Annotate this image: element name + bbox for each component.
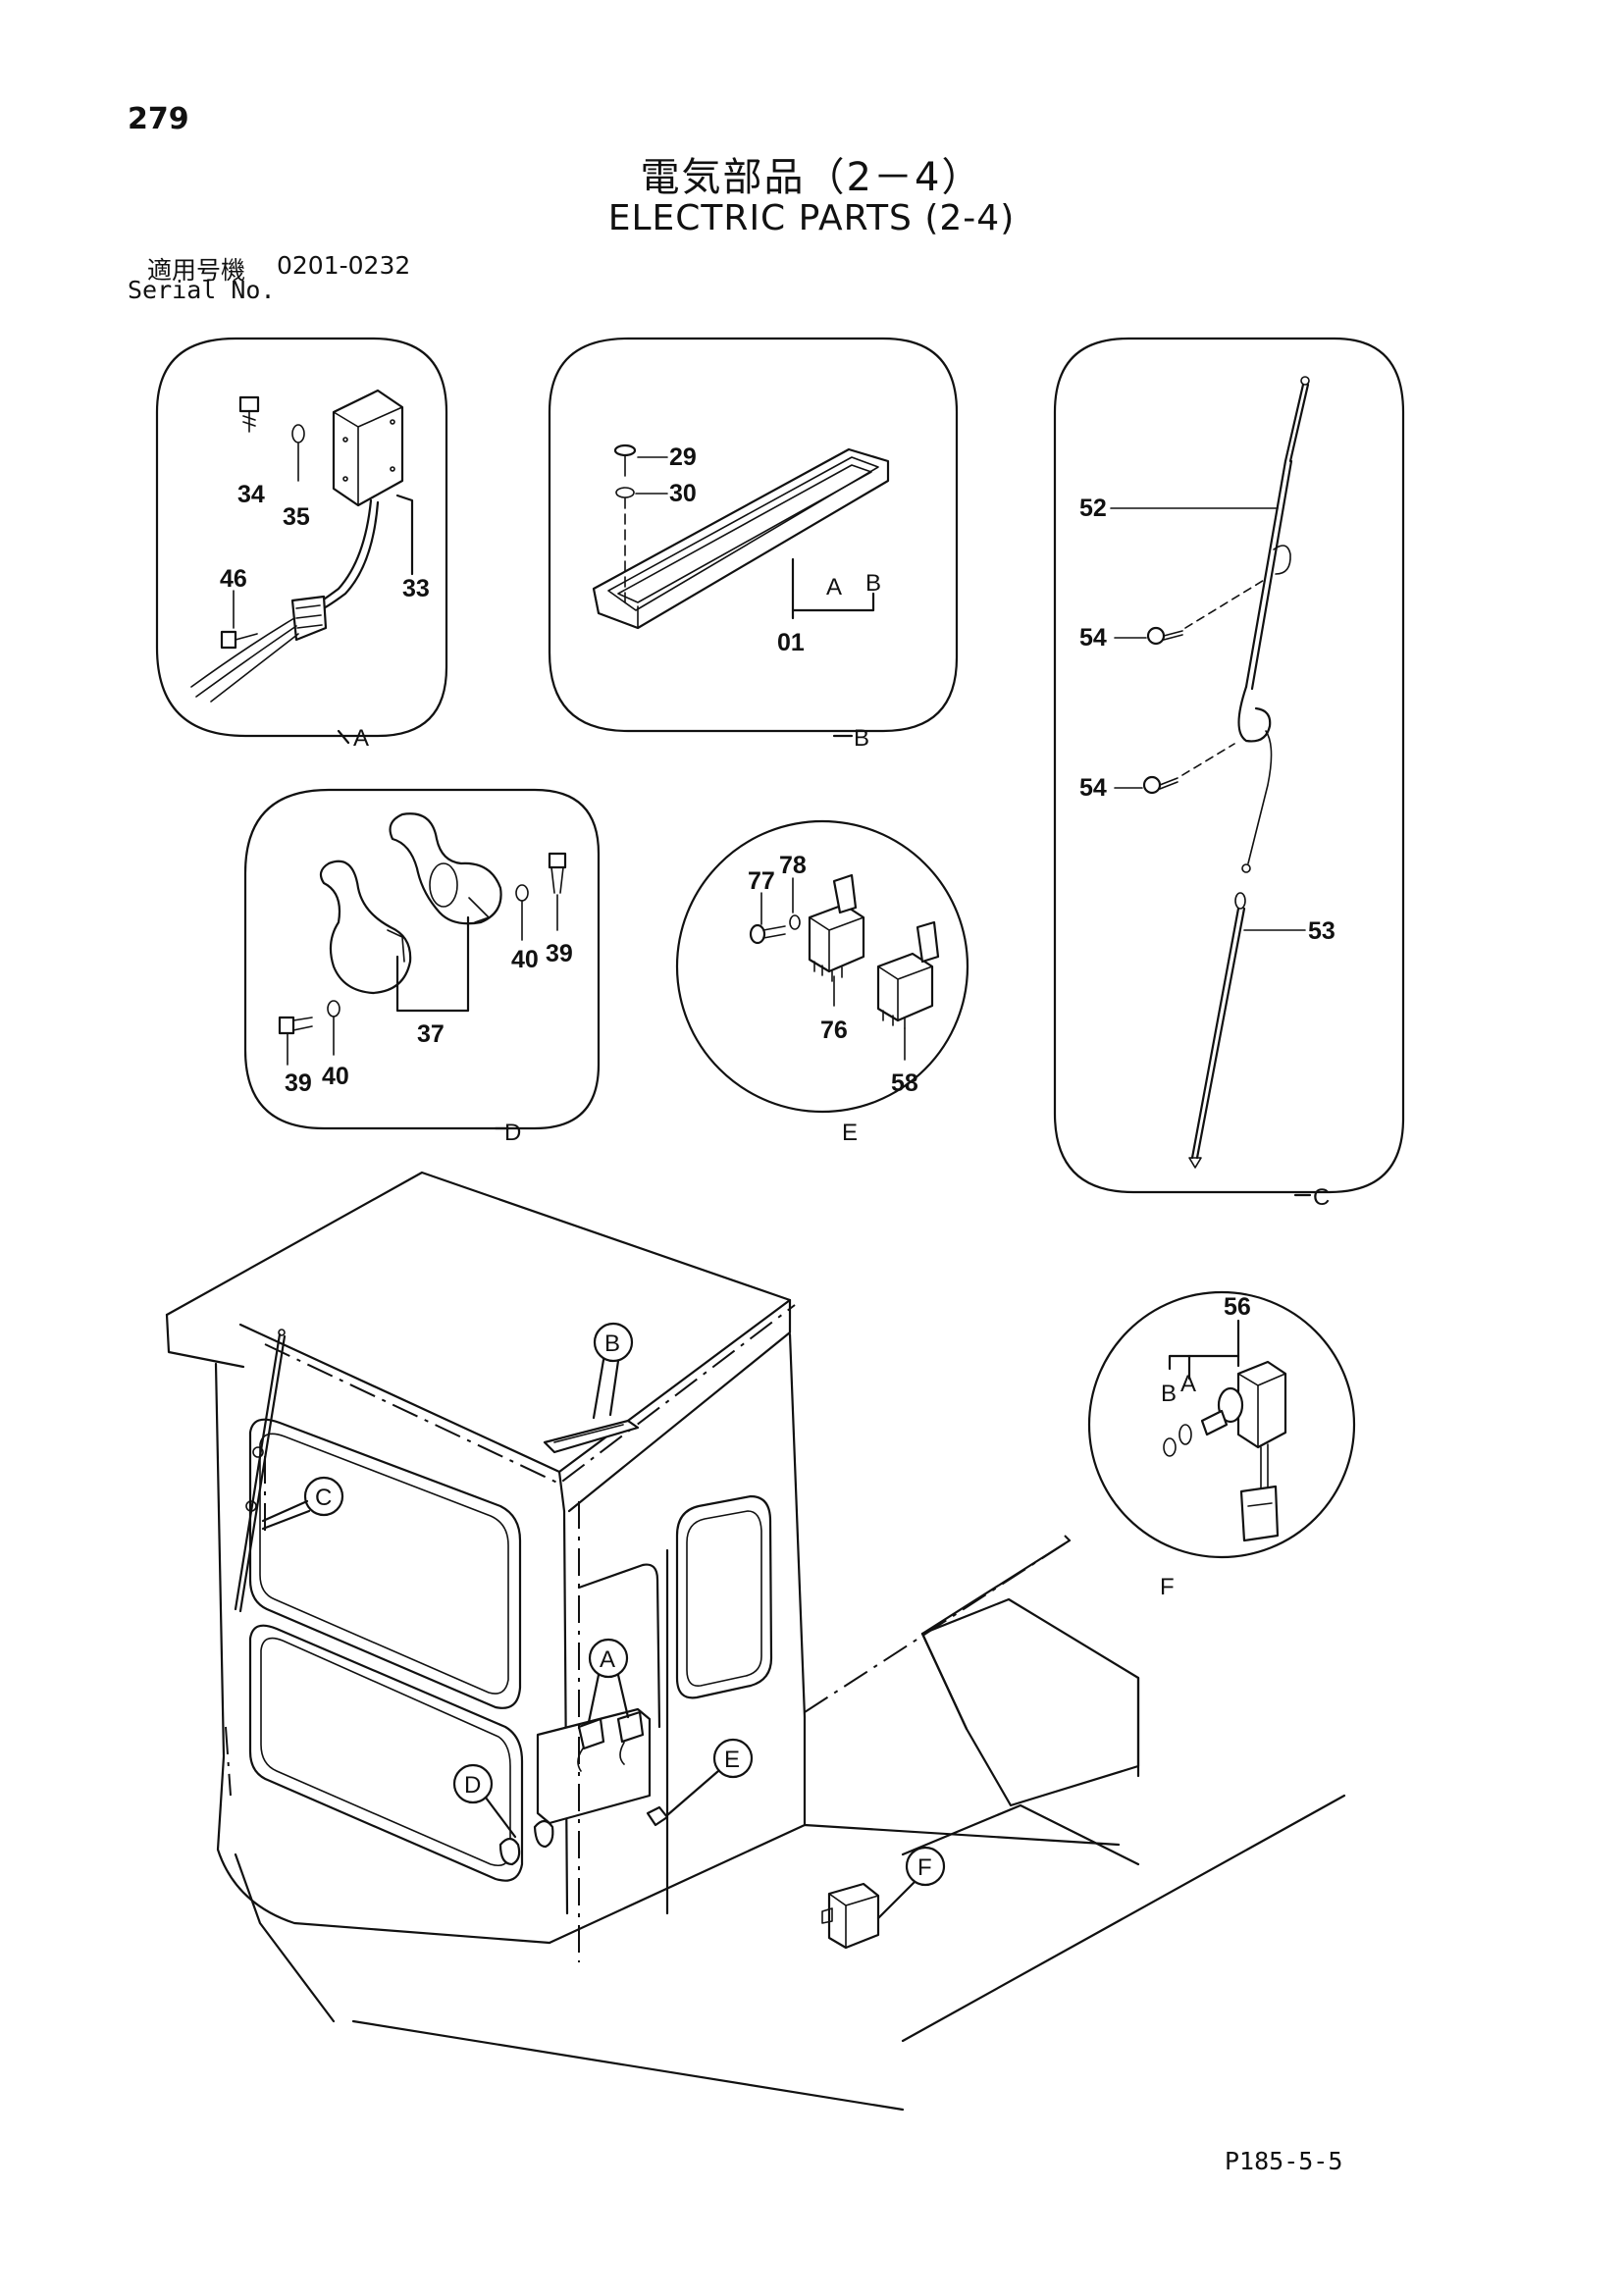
bolt-icon (238, 395, 260, 433)
page-number: 279 (128, 102, 189, 136)
part-number: 39 (285, 1070, 312, 1097)
part-number: 33 (402, 575, 430, 602)
part-number: 29 (669, 444, 697, 471)
bolt-icon (278, 1016, 313, 1035)
sensor-switch-icon (1200, 1360, 1287, 1542)
part-number: 40 (511, 946, 539, 973)
cab-body (165, 1171, 1346, 2112)
part-number: 77 (748, 867, 775, 895)
part-number: 54 (1079, 624, 1107, 652)
part-number: 76 (820, 1017, 848, 1044)
part-number: 35 (283, 503, 310, 531)
cab-marker-a: A (587, 1638, 630, 1724)
marker-letter: D (464, 1772, 481, 1799)
page-title-english: ELECTRIC PARTS (2-4) (607, 198, 1016, 238)
o-ring-icon (1163, 1437, 1177, 1457)
part-number: 37 (417, 1020, 445, 1048)
marker-letter: E (724, 1747, 740, 1773)
callout-d: D 40 39 37 39 (243, 788, 601, 1146)
footer-reference-code: P185-5-5 (1225, 2147, 1343, 2175)
callout-f: F 56 B A (1087, 1290, 1356, 1600)
part-number: 58 (891, 1070, 918, 1097)
marker-letter: F (917, 1854, 932, 1881)
part-number: 53 (1308, 917, 1335, 945)
callout-c: C 52 54 54 (1053, 337, 1405, 1211)
part-number: 54 (1079, 774, 1107, 802)
serial-label-english: Serial No. (128, 276, 276, 304)
horn-icon (389, 812, 502, 925)
cab-marker-d: D (452, 1763, 517, 1839)
sub-label: A (1180, 1371, 1196, 1397)
washer-icon (291, 424, 305, 444)
callout-letter: A (353, 725, 369, 752)
washer-icon (789, 914, 801, 930)
relay-icon (876, 920, 940, 1029)
relay-icon (808, 873, 865, 982)
bolt-icon (1142, 775, 1178, 795)
part-number: 52 (1079, 495, 1107, 522)
callout-b: B 29 30 A B 01 (548, 337, 959, 752)
callout-a: A 34 35 33 46 (155, 337, 448, 752)
bolt-icon (1146, 626, 1183, 646)
cab-marker-b: B (592, 1322, 634, 1420)
callout-letter: D (504, 1120, 521, 1146)
cab-marker-e: E (665, 1738, 754, 1817)
part-number: 78 (779, 852, 807, 879)
callout-letter: B (854, 725, 869, 752)
marker-letter: B (604, 1331, 620, 1357)
sub-label: A (826, 574, 842, 600)
washer-icon (327, 1000, 340, 1018)
screw-icon (613, 444, 637, 477)
washer-icon (515, 884, 529, 902)
antenna-rod-icon (1188, 892, 1246, 1169)
serial-label-japanese: 適用号機 (147, 256, 246, 285)
bolt-icon (548, 852, 567, 894)
serial-range: 0201-0232 (277, 251, 411, 280)
callout-e: E 77 78 76 58 (675, 819, 969, 1146)
junction-box-icon (332, 389, 404, 507)
washer-icon (615, 487, 635, 498)
sub-label: B (865, 570, 881, 597)
marker-letter: C (315, 1485, 332, 1511)
o-ring-icon (1178, 1424, 1192, 1445)
callout-letter: F (1160, 1574, 1175, 1600)
cab-marker-f: F (876, 1846, 946, 1920)
horn-icon (319, 860, 412, 995)
connector-icon (290, 595, 328, 642)
callout-letter: C (1313, 1184, 1330, 1211)
part-number: 30 (669, 480, 697, 507)
sub-label: B (1161, 1381, 1177, 1407)
antenna-icon (1237, 376, 1310, 873)
bolt-icon (749, 923, 786, 945)
marker-letter: A (600, 1646, 615, 1673)
cab-marker-c: C (261, 1476, 344, 1531)
part-number: 34 (237, 481, 265, 508)
callout-letter: E (842, 1120, 858, 1146)
part-number: 40 (322, 1063, 349, 1090)
dome-lamp-icon (592, 447, 890, 630)
part-number: 01 (777, 629, 805, 656)
part-number: 56 (1224, 1293, 1251, 1321)
part-number: 46 (220, 565, 247, 593)
page-title-japanese: 電気部品（2－4） (640, 155, 983, 200)
part-number: 39 (546, 940, 573, 967)
